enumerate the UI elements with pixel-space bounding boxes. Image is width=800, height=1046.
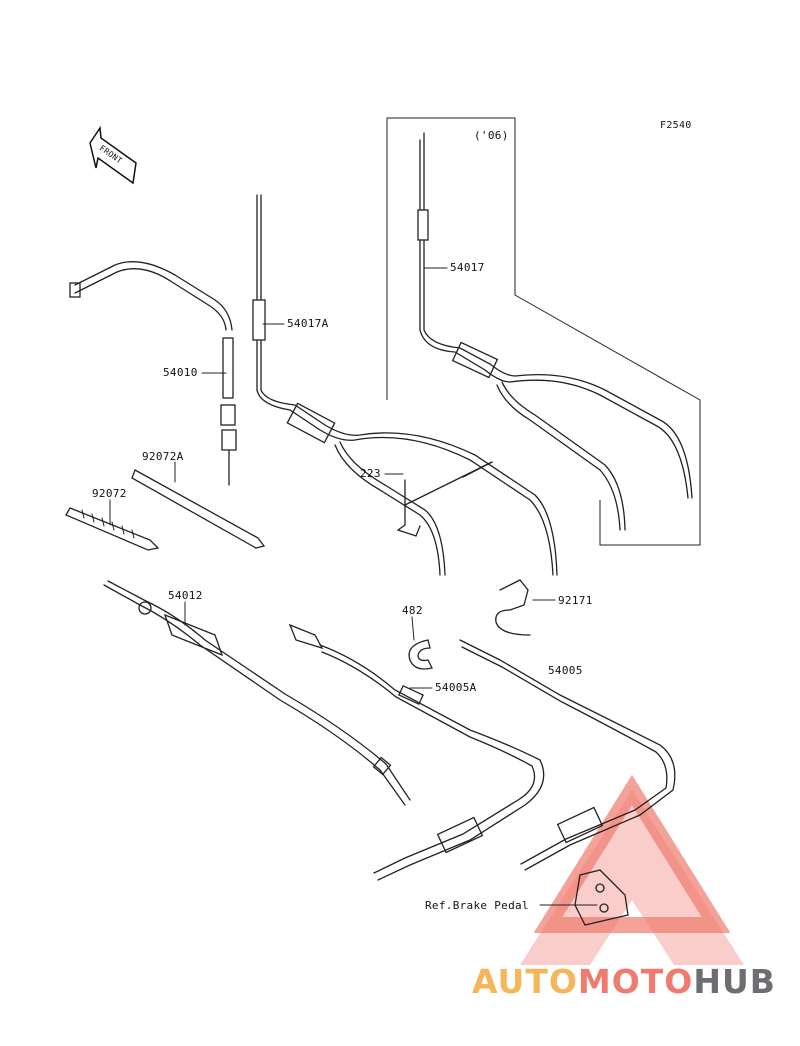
part-label-92072: 92072 (92, 487, 127, 500)
cable-54010-upper (69, 261, 233, 331)
variant-box-outline-left (386, 117, 515, 400)
watermark-triangle-icon (520, 774, 744, 965)
cable-54012 (103, 580, 411, 806)
part-label-54012: 54012 (168, 589, 203, 602)
variant-note: ('06) (474, 129, 509, 142)
part-label-92171: 92171 (558, 594, 593, 607)
bracket-hole (595, 883, 605, 893)
front-arrow-icon (89, 125, 137, 185)
cable-54017A (252, 194, 558, 576)
adjuster-54010 (220, 404, 237, 486)
part-label-223: 223 (360, 467, 381, 480)
tube-54010 (222, 337, 234, 399)
part-label-92072A: 92072A (142, 450, 184, 463)
tie-92072 (65, 507, 160, 551)
bracket-223 (396, 479, 421, 537)
part-label-54017: 54017 (450, 261, 485, 274)
reference-note: Ref.Brake Pedal (425, 899, 529, 912)
cable-54017 (417, 132, 693, 531)
watermark-auto: AUTO (472, 962, 578, 1001)
tie-92072A (131, 469, 266, 549)
cable-54005A (288, 623, 545, 881)
spring-92171 (495, 579, 531, 636)
figure-code: F2540 (660, 120, 692, 131)
part-label-54010: 54010 (163, 366, 198, 379)
part-label-54005A: 54005A (435, 681, 477, 694)
clip-482 (408, 639, 433, 670)
part-label-54017A: 54017A (287, 317, 329, 330)
watermark-moto: MOTO (577, 962, 694, 1001)
bracket-hole (599, 903, 609, 913)
watermark-hub: HUB (693, 962, 776, 1001)
leader-lines (109, 267, 598, 906)
part-label-482: 482 (402, 604, 423, 617)
watermark-logo: AUTOMOTOHUB (472, 962, 776, 1001)
cable-54005 (459, 639, 676, 871)
variant-box-outline (387, 117, 701, 546)
part-label-54005: 54005 (548, 664, 583, 677)
